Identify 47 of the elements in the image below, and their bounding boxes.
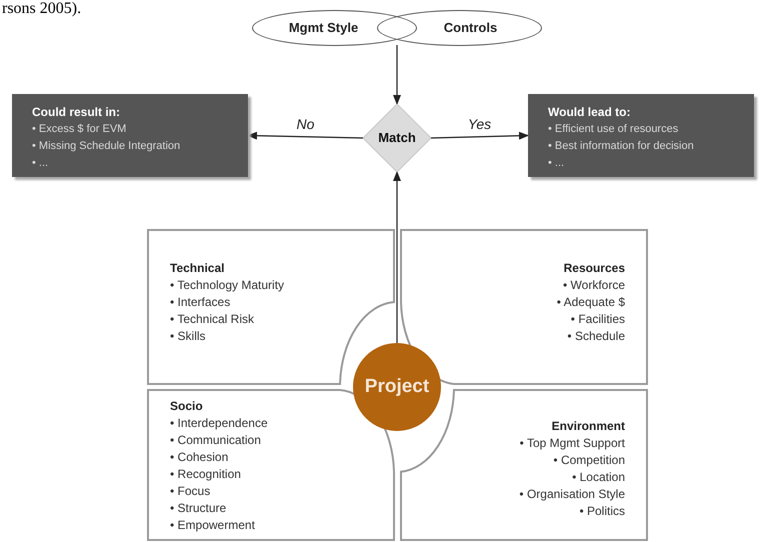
bullet-item: • Focus xyxy=(170,483,210,500)
bullet-item: • Interfaces xyxy=(170,294,230,311)
bullet-item: • ... xyxy=(32,156,50,171)
panel-heading: Socio xyxy=(170,398,203,415)
result-box xyxy=(12,94,248,177)
bullet-item: • Empowerment xyxy=(170,517,255,534)
bullet-item: • Skills xyxy=(170,328,206,345)
bullet-item: • Competition xyxy=(553,452,625,469)
bullet-item: • Facilities xyxy=(570,311,625,328)
bullet-item: • Technical Risk xyxy=(170,311,254,328)
bullet-item: • Excess $ for EVM xyxy=(32,122,128,137)
node-label: Mgmt Style xyxy=(288,19,358,38)
bullet-item: • Organisation Style xyxy=(519,486,625,503)
bullet-item: • Structure xyxy=(170,500,226,517)
bullet-item: • Missing Schedule Integration xyxy=(32,139,182,154)
edge-label: No xyxy=(294,116,316,132)
bullet-item: • Workforce xyxy=(563,277,625,294)
bullet-item: • ... xyxy=(548,156,566,171)
arrow xyxy=(393,171,401,343)
decision-diamond xyxy=(363,104,431,172)
citation-text: rsons 2005). xyxy=(2,0,82,18)
bullet-item: • Cohesion xyxy=(170,449,228,466)
bullet-item: • Location xyxy=(572,469,625,486)
bullet-item: • Politics xyxy=(579,503,625,520)
node-label: Match xyxy=(378,129,416,148)
node-label: Project xyxy=(364,374,430,399)
arrow xyxy=(247,132,364,140)
panel-heading: Environment xyxy=(552,418,625,435)
arrow xyxy=(393,45,401,105)
arrow xyxy=(430,132,529,140)
bullet-item: • Interdependence xyxy=(170,415,268,432)
bullet-item: • Adequate $ xyxy=(556,294,625,311)
bullet-item: • Best information for decision xyxy=(548,139,695,154)
node-label: Controls xyxy=(444,19,498,38)
bullet-item: • Communication xyxy=(170,432,261,449)
panel-heading: Resources xyxy=(564,260,625,277)
box-heading: Would lead to: xyxy=(548,104,632,121)
ellipse-node xyxy=(377,10,542,46)
bullet-item: • Top Mgmt Support xyxy=(520,435,625,452)
result-box xyxy=(528,94,754,177)
bullet-item: • Schedule xyxy=(567,328,625,345)
ellipse-node xyxy=(252,10,417,46)
bullet-item: • Efficient use of resources xyxy=(548,122,680,137)
box-heading: Could result in: xyxy=(32,104,121,121)
bullet-item: • Technology Maturity xyxy=(170,277,284,294)
bullet-item: • Recognition xyxy=(170,466,241,483)
panel-heading: Technical xyxy=(170,260,224,277)
